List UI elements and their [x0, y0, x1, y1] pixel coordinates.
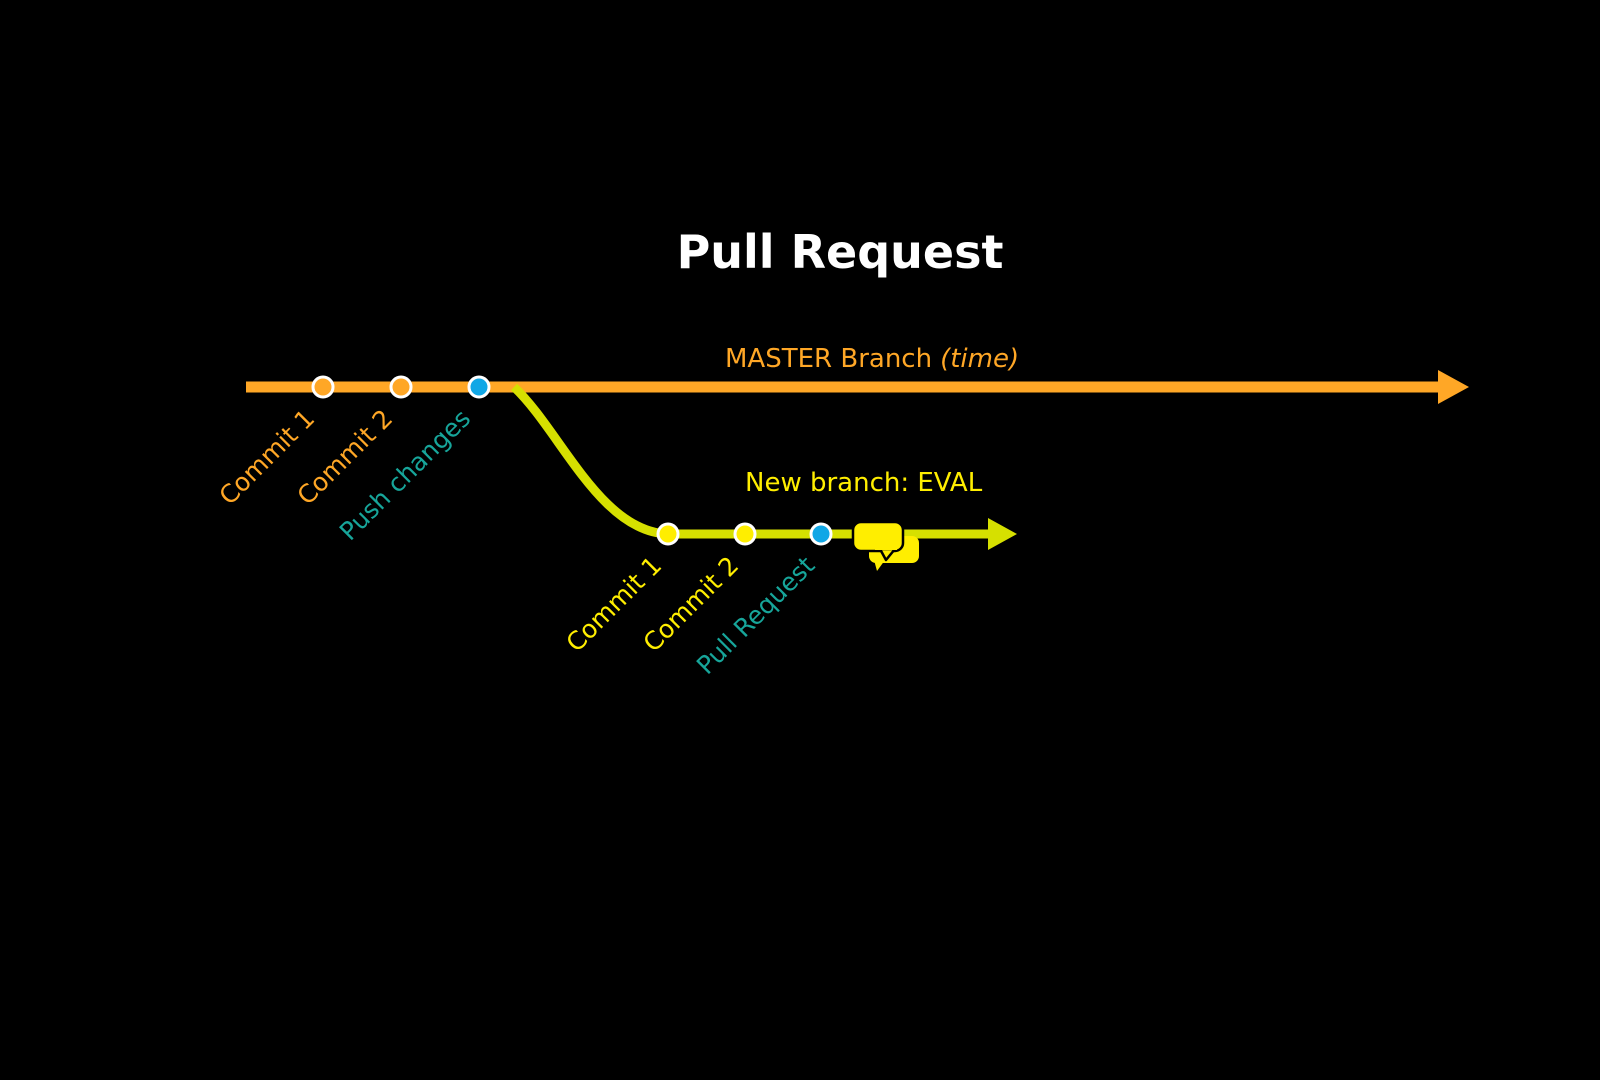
feature-pull-request-dot — [809, 522, 833, 546]
feature-commit-dot — [656, 522, 680, 546]
master-branch-label-suffix: (time) — [940, 344, 1019, 374]
diagram-title: Pull Request — [677, 225, 1004, 279]
master-branch: MASTER Branch (time) — [246, 344, 1469, 404]
master-commit-dot — [389, 375, 413, 399]
feature-branch-curve — [510, 383, 1000, 539]
feature-commit-dot — [733, 522, 757, 546]
feature-branch-arrow-icon — [988, 518, 1017, 550]
feature-branch: New branch: EVAL — [510, 383, 1017, 571]
feature-branch-label: New branch: EVAL — [745, 468, 983, 498]
master-push-dot — [467, 375, 491, 399]
master-branch-arrow-icon — [1438, 370, 1469, 404]
master-commit-dot — [311, 375, 335, 399]
feature-commits: Commit 1 Commit 2 Pull Request — [560, 522, 833, 680]
master-branch-label: MASTER Branch (time) — [725, 344, 1019, 374]
master-commits: Commit 1 Commit 2 Push changes — [213, 375, 491, 546]
master-branch-label-text: MASTER Branch — [725, 344, 932, 374]
chat-bubbles-icon — [851, 520, 919, 571]
